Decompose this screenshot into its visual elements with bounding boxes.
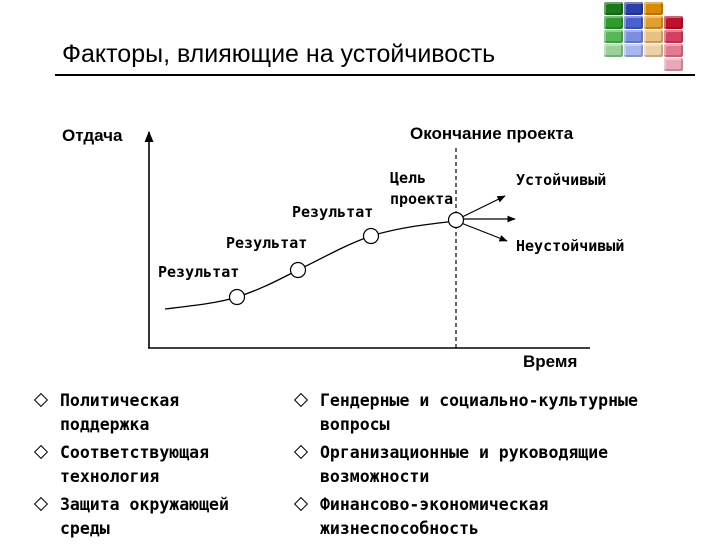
unsustainable-arrow (455, 220, 508, 242)
logo-cube (624, 2, 643, 15)
list-item: Финансово-экономическая жизнеспособность (288, 493, 720, 541)
logo-cube (604, 44, 623, 57)
logo-cube (664, 58, 683, 71)
factor-line: Финансово-экономическая (320, 495, 549, 514)
logo-cube (644, 30, 663, 43)
factor-line: Организационные и руководящие (320, 443, 609, 462)
logo-cube (624, 44, 643, 57)
outcome-unsustainable-label: Неустойчивый (516, 237, 625, 255)
goal-label-line2: проекта (390, 190, 454, 208)
logo-cube (664, 16, 683, 29)
factor-line: вопросы (320, 415, 390, 434)
logo-cube (604, 2, 623, 15)
project-end-label: Окончание проекта (410, 124, 574, 143)
list-item: Политическая поддержка (28, 389, 278, 437)
factor-line: Защита окружающей (60, 495, 229, 514)
logo-cube (624, 16, 643, 29)
milestone-label: Результат (226, 234, 308, 252)
y-axis-label: Отдача (62, 126, 123, 145)
outcome-sustainable-label: Устойчивый (516, 171, 607, 189)
factors-left-list: Политическая поддержка Соответствующая т… (28, 389, 278, 545)
logo-cube (664, 44, 683, 57)
sustainable-arrow-up (455, 195, 506, 221)
logo-cube (644, 2, 663, 15)
x-axis-label: Время (523, 352, 578, 371)
factors-right-list: Гендерные и социально-культурные вопросы… (288, 389, 720, 545)
logo-cube (604, 30, 623, 43)
milestone-label: Результат (292, 203, 374, 221)
logo-cube (664, 30, 683, 43)
diamond-bullet-icon (293, 444, 309, 460)
logo-cube (644, 44, 663, 57)
logo-cube (604, 16, 623, 29)
list-item: Защита окружающей среды (28, 493, 278, 541)
factor-line: поддержка (60, 415, 150, 434)
diamond-bullet-icon (33, 392, 49, 408)
goal-circle (447, 211, 465, 229)
diamond-bullet-icon (33, 444, 49, 460)
factor-line: Политическая (60, 391, 180, 410)
factor-line: среды (60, 519, 110, 538)
milestone-circle (289, 261, 307, 279)
milestone-circle (362, 227, 380, 245)
factor-line: возможности (320, 467, 430, 486)
slide-title: Факторы, влияющие на устойчивость (62, 40, 496, 68)
milestone-circle (228, 288, 246, 306)
title-underline (55, 74, 695, 76)
list-item: Соответствующая технология (28, 441, 278, 489)
factor-line: Гендерные и социально-культурные (320, 391, 638, 410)
diamond-bullet-icon (33, 496, 49, 512)
list-item: Гендерные и социально-культурные вопросы (288, 389, 720, 437)
factor-line: Соответствующая (60, 443, 210, 462)
goal-label-line1: Цель (390, 169, 427, 187)
diamond-bullet-icon (293, 392, 309, 408)
logo-cube (624, 30, 643, 43)
milestone-label: Результат (158, 263, 240, 281)
diamond-bullet-icon (293, 496, 309, 512)
factor-line: технология (60, 467, 160, 486)
list-item: Организационные и руководящие возможност… (288, 441, 720, 489)
factor-line: жизнеспособность (320, 519, 479, 538)
logo-cube (644, 16, 663, 29)
